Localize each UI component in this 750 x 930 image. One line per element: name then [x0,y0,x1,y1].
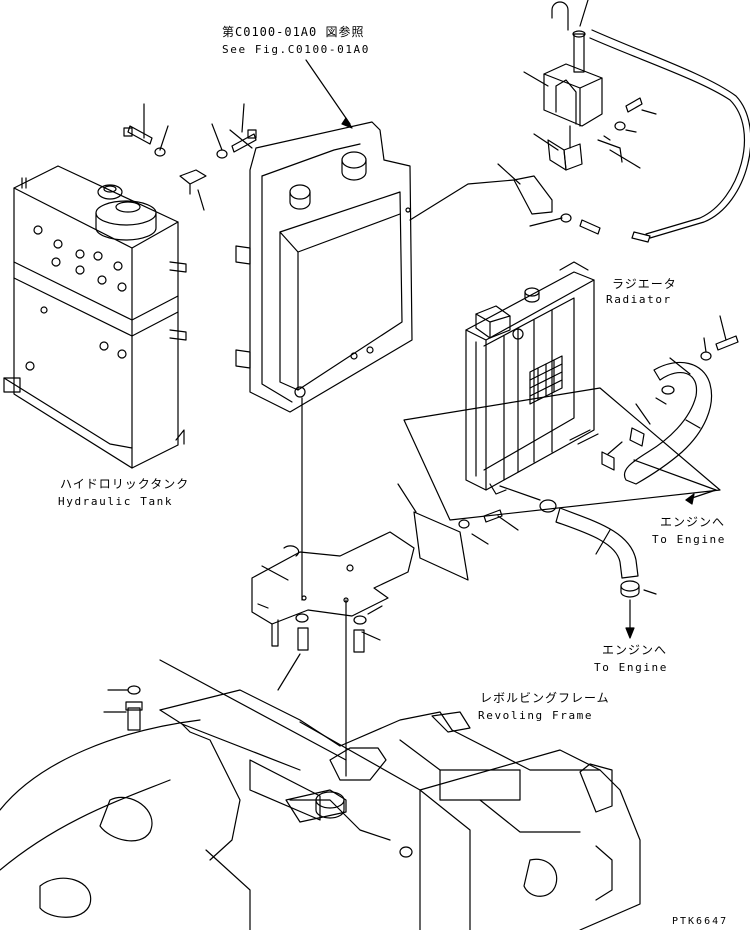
see-fig-label-en: See Fig.C0100-01A0 [222,43,371,56]
revolving-frame-label-en: Revoling Frame [478,709,594,722]
to-engine-upper-label-jp: エンジンへ [660,515,726,529]
radiator-shroud [235,121,413,413]
radiator-label-en: Radiator [606,293,672,306]
frame-fasteners [103,685,143,731]
hydraulic-tank-label-jp: ハイドロリックタンク [60,477,190,491]
reservoir-tank [409,1,750,243]
radiator-label-jp: ラジエータ [612,277,677,291]
drawing-code: PTK6647 [672,916,729,927]
hydraulic-tank [3,165,187,469]
revolving-frame-label-jp: レボルビングフレーム [480,691,610,705]
to-engine-lower-arrowhead [625,627,635,639]
see-fig-label-jp: 第C0100-01A0 図参照 [222,25,365,39]
see-fig-leader [305,59,351,125]
undercover-plate [251,531,415,691]
shroud-top-fasteners [123,103,257,211]
to-engine-lower-label-jp: エンジンへ [602,643,668,657]
reservoir-leaders [497,0,657,227]
see-fig-arrowhead [341,117,353,129]
clamp-leader [609,149,641,169]
radiator-core [465,261,599,495]
tank-ports [25,225,127,371]
radiator-mount-plane [403,387,721,521]
hydraulic-tank-label-en: Hydraulic Tank [58,495,174,508]
to-engine-upper-label-en: To Engine [652,533,727,546]
upper-hose-leaders [607,315,727,455]
to-engine-lower-label-en: To Engine [594,661,669,674]
revolving-frame [0,659,641,930]
upper-hose [601,335,739,485]
to-engine-upper-leader [633,459,717,491]
lower-hose [499,485,657,598]
to-engine-upper-arrowhead [685,493,695,505]
radiator-lower-fasteners [397,483,519,581]
shroud-leader [229,129,253,149]
